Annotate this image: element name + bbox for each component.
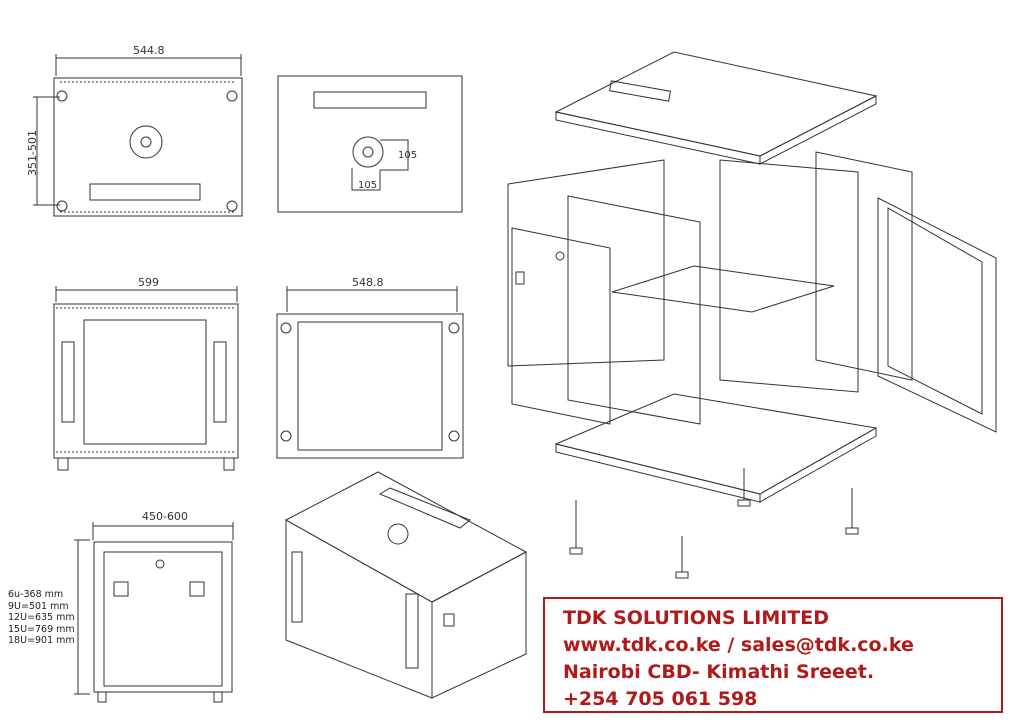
top-view: 544.8 351-501 bbox=[26, 44, 243, 217]
bottom-view: 105 105 bbox=[277, 75, 463, 213]
front-view: 599 bbox=[53, 276, 239, 471]
dim-vent-h: 105 bbox=[398, 150, 417, 161]
rack-height-6u: 6u-368 mm bbox=[8, 589, 64, 600]
dim-top-width: 544.8 bbox=[133, 44, 165, 57]
rack-height-15u: 15U=769 mm bbox=[8, 623, 75, 635]
perspective-view bbox=[284, 471, 528, 699]
rack-height-list: 6u-368 mm 9U=501 mm 12U=635 mm 15U=769 m… bbox=[8, 589, 75, 647]
company-web-email: www.tdk.co.ke / sales@tdk.co.ke bbox=[563, 634, 914, 656]
company-name: TDK SOLUTIONS LIMITED bbox=[563, 607, 830, 629]
dim-rear-width: 548.8 bbox=[352, 276, 384, 289]
rack-height-12u: 12U=635 mm bbox=[8, 612, 75, 623]
dim-vent-w: 105 bbox=[358, 180, 377, 191]
dim-front-width: 599 bbox=[138, 276, 159, 289]
rear-view: 548.8 bbox=[276, 276, 464, 459]
company-address: Nairobi CBD- Kimathi Sreeet. bbox=[563, 661, 875, 683]
exploded-view bbox=[507, 51, 997, 579]
side-view: 450-600 bbox=[74, 510, 234, 703]
dim-top-depth: 351-501 bbox=[26, 130, 39, 176]
company-contact-box: TDK SOLUTIONS LIMITED www.tdk.co.ke / sa… bbox=[543, 597, 1003, 713]
rack-height-18u: 18U=901 mm bbox=[8, 635, 75, 646]
company-phone: +254 705 061 598 bbox=[563, 688, 758, 710]
dim-side-depth: 450-600 bbox=[142, 510, 188, 523]
rack-height-9u: 9U=501 mm bbox=[8, 600, 69, 612]
